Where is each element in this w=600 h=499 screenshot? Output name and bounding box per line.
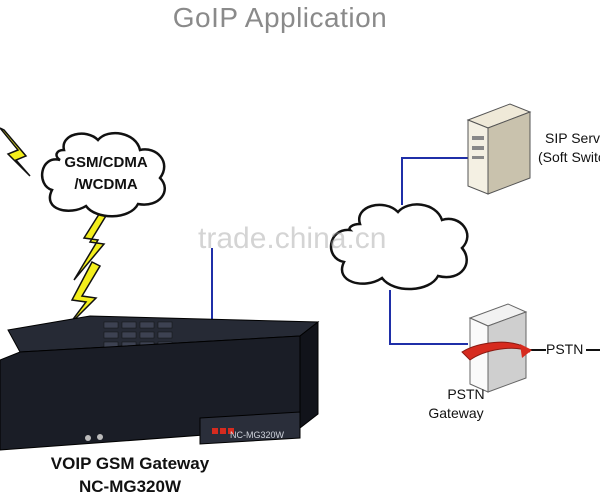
internet-cloud-icon [329,203,469,291]
lightning-bolt-low-icon [67,261,102,327]
sip-server-label-line2: (Soft Switch) [538,149,600,165]
sip-server-icon [466,103,532,195]
gsm-gateway-device-icon [0,315,320,451]
page-title: GoIP Application [172,2,388,33]
sip-server-label-line1: SIP Server [545,130,600,146]
link-cloud-to-pstn-gw [389,290,468,345]
pstn-label: PSTN [546,341,584,357]
network-links [211,157,470,345]
pstn-gateway-label-line2: Gateway [428,405,484,421]
gsm-cloud-icon [40,131,166,218]
link-cloud-to-sip [401,157,470,205]
lightning-bolt-top-icon [0,127,31,177]
device-caption-line1: VOIP GSM Gateway [50,454,210,473]
gsm-cloud-label-line1: GSM/CDMA [64,154,148,171]
pstn-gateway-label-line1: PSTN [447,386,485,402]
gsm-cloud-label-line2: /WCDMA [74,176,138,193]
device-front-model: NC-MG320W [230,430,285,440]
device-caption-line2: NC-MG320W [78,477,181,496]
pstn-gateway-icon [461,303,532,393]
watermark: trade.china.cn [198,222,387,255]
